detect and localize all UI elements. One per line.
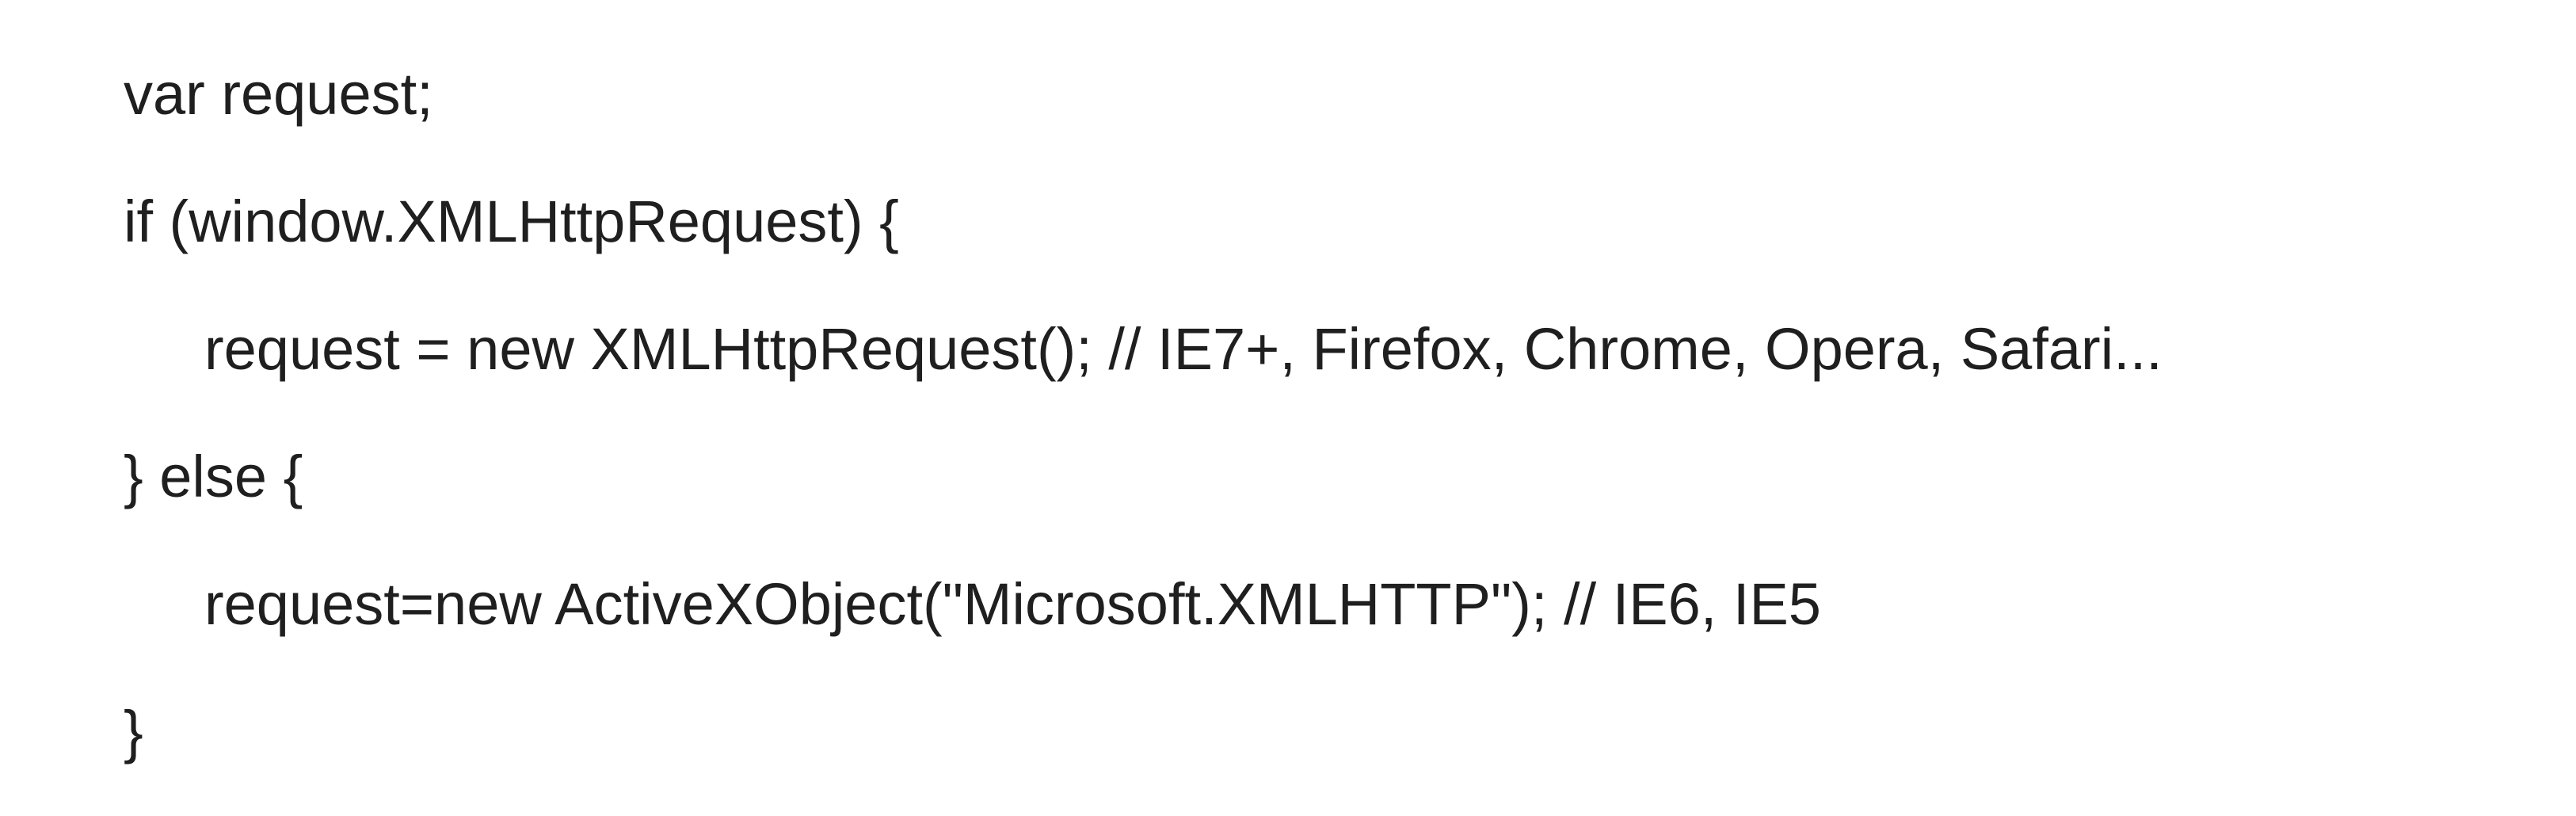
- code-line-2: if (window.XMLHttpRequest) {: [124, 189, 899, 254]
- code-line-5: request=new ActiveXObject("Microsoft.XML…: [204, 571, 1821, 637]
- code-snippet: var request; if (window.XMLHttpRequest) …: [124, 61, 2163, 765]
- code-line-3: request = new XMLHttpRequest(); // IE7+,…: [204, 316, 2163, 382]
- code-line-4: } else {: [124, 444, 303, 509]
- code-line-1: var request;: [124, 61, 433, 127]
- code-line-6: }: [124, 699, 143, 765]
